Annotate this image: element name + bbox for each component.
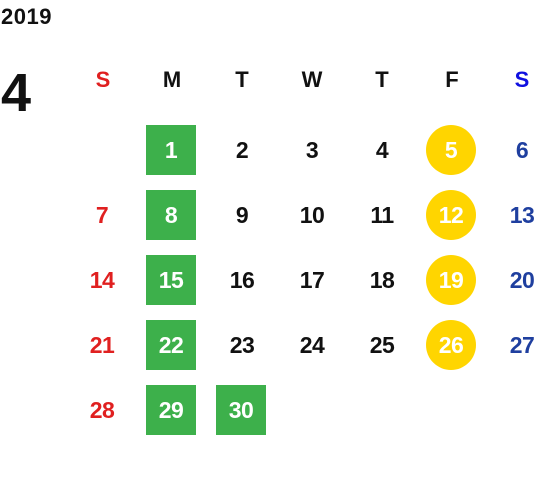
date-cell-14[interactable]: 14: [89, 267, 115, 293]
date-cell-12[interactable]: 12: [426, 190, 476, 240]
date-cell-2[interactable]: 2: [235, 137, 249, 163]
date-cell-30[interactable]: 30: [216, 385, 266, 435]
date-cell-26[interactable]: 26: [426, 320, 476, 370]
date-cell-8[interactable]: 8: [146, 190, 196, 240]
date-cell-28[interactable]: 28: [89, 397, 115, 423]
date-cell-1[interactable]: 1: [146, 125, 196, 175]
date-cell-29[interactable]: 29: [146, 385, 196, 435]
date-cell-23[interactable]: 23: [229, 332, 255, 358]
date-cell-3[interactable]: 3: [305, 137, 319, 163]
date-cell-21[interactable]: 21: [89, 332, 115, 358]
month-number: 4: [1, 63, 32, 123]
date-cell-9[interactable]: 9: [235, 202, 249, 228]
date-cell-7[interactable]: 7: [95, 202, 109, 228]
date-cell-16[interactable]: 16: [229, 267, 255, 293]
date-cell-22[interactable]: 22: [146, 320, 196, 370]
date-cell-13[interactable]: 13: [509, 202, 535, 228]
weekday-header-sunday: S: [95, 67, 111, 92]
date-cell-4[interactable]: 4: [375, 137, 389, 163]
date-cell-17[interactable]: 17: [299, 267, 325, 293]
date-cell-10[interactable]: 10: [299, 202, 325, 228]
weekday-header-wednesday: W: [301, 67, 323, 92]
date-cell-20[interactable]: 20: [509, 267, 535, 293]
weekday-header-friday: F: [445, 67, 459, 92]
date-cell-18[interactable]: 18: [369, 267, 395, 293]
date-cell-5[interactable]: 5: [426, 125, 476, 175]
date-cell-19[interactable]: 19: [426, 255, 476, 305]
weekday-header-saturday: S: [514, 67, 530, 92]
weekday-header-monday: M: [162, 67, 182, 92]
weekday-header-thursday: T: [375, 67, 389, 92]
date-cell-11[interactable]: 11: [370, 202, 394, 228]
date-cell-25[interactable]: 25: [369, 332, 395, 358]
year-label: 2019: [1, 4, 52, 29]
date-cell-24[interactable]: 24: [299, 332, 325, 358]
date-cell-27[interactable]: 27: [509, 332, 535, 358]
weekday-header-tuesday: T: [235, 67, 249, 92]
date-cell-15[interactable]: 15: [146, 255, 196, 305]
date-cell-6[interactable]: 6: [515, 137, 529, 163]
